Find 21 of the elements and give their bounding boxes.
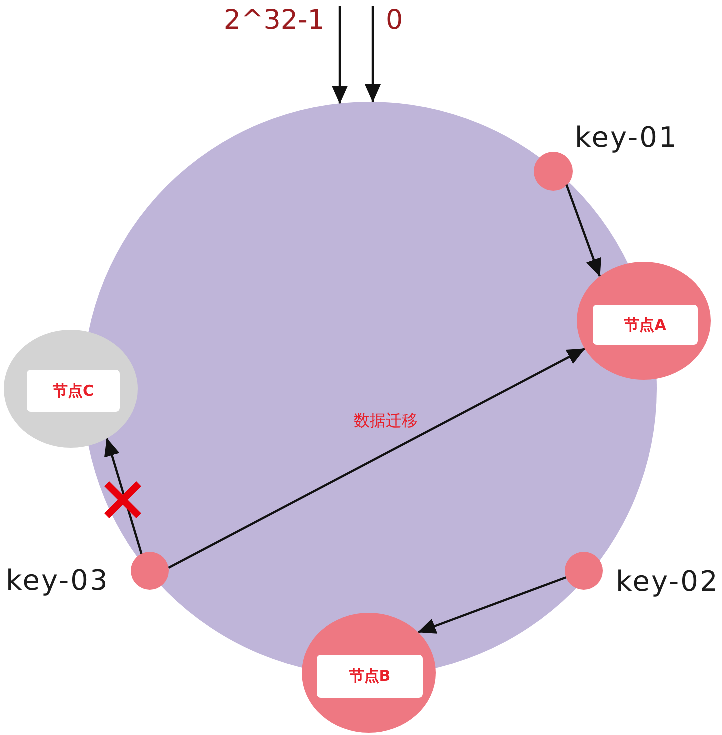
arrow <box>332 6 348 104</box>
edge-label: 数据迁移 <box>352 411 420 430</box>
arrow <box>104 438 143 554</box>
arrow <box>566 184 602 277</box>
range-label: 0 <box>373 4 413 38</box>
key-dot <box>131 552 169 590</box>
key-dot <box>534 152 572 190</box>
arrow <box>365 6 381 102</box>
node-label: 节点A <box>593 305 698 345</box>
key-label: key-01 <box>575 121 678 155</box>
node-label: 节点C <box>27 370 120 412</box>
range-label: 2^32-1 <box>222 4 340 38</box>
arrow <box>168 348 586 569</box>
key-label: key-03 <box>6 564 110 598</box>
node-label: 节点B <box>317 655 423 698</box>
node-ellipse <box>577 262 711 380</box>
key-dot <box>565 552 603 590</box>
node-ellipse <box>302 613 436 733</box>
node-ellipse <box>4 330 138 448</box>
arrow <box>418 576 567 634</box>
key-label: key-02 <box>616 565 720 599</box>
